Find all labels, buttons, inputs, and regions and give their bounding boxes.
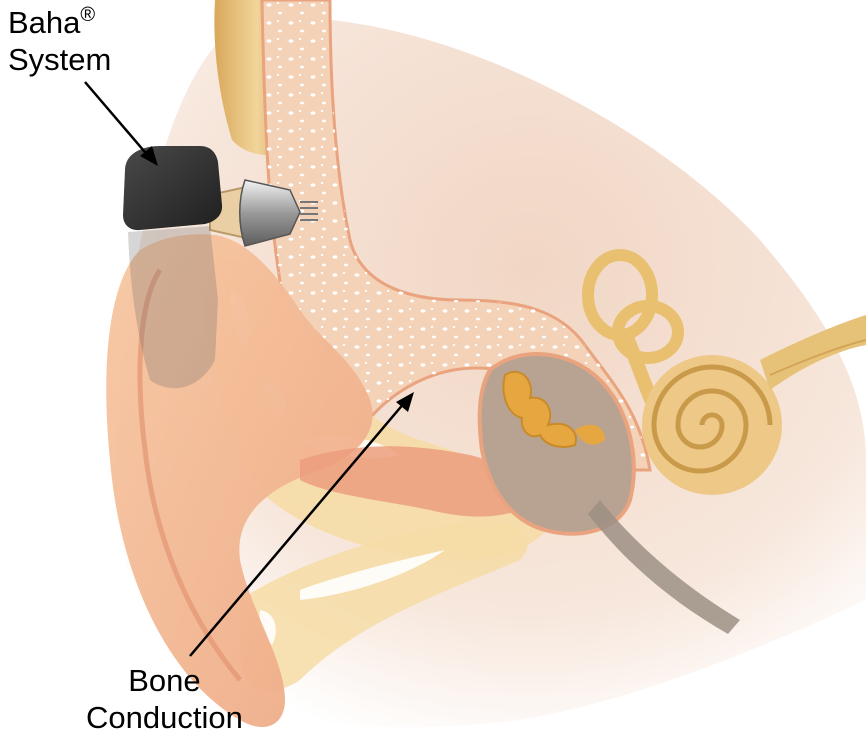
bone-label-line2: Conduction — [86, 699, 243, 736]
bone-conduction-label: Bone Conduction — [86, 662, 243, 736]
bone-label-line1: Bone — [86, 662, 243, 699]
cochlea — [642, 355, 782, 495]
registered-mark: ® — [80, 4, 95, 26]
baha-label-name: Baha — [8, 5, 80, 40]
baha-system-label: Baha® System — [8, 4, 111, 78]
arrow-to-device — [85, 82, 158, 166]
baha-sound-processor — [123, 146, 222, 230]
baha-label-line2: System — [8, 41, 111, 78]
